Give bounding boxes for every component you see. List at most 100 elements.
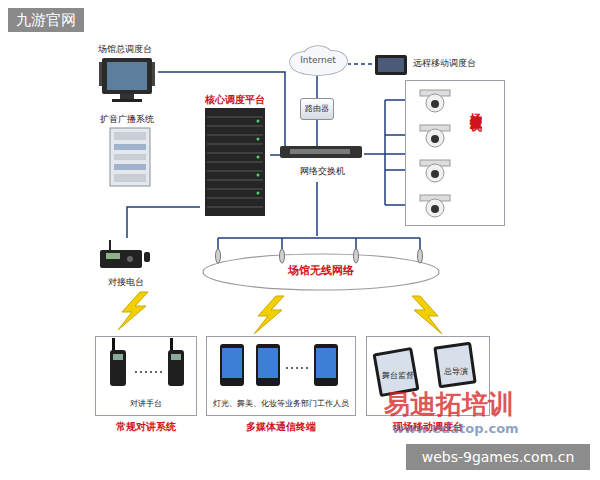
- node-label: 灯光、舞美、化妆等业务部门工作人员: [207, 399, 355, 409]
- phone-screen: [222, 348, 242, 378]
- camera-dome: [426, 129, 444, 147]
- watermark-badge: 九游官网: [8, 8, 84, 32]
- switch-ports: [290, 149, 350, 154]
- walkie-body: [168, 350, 184, 386]
- node-label: 总导演: [444, 367, 468, 377]
- camera-lens: [431, 205, 439, 213]
- network-switch: 网络交换机: [280, 146, 364, 182]
- node-label: 场馆无线网络: [200, 264, 442, 277]
- remote-tablet-icon: [375, 55, 407, 75]
- rack-body: [205, 108, 265, 216]
- router-box: 路由器: [300, 98, 334, 120]
- node-label: 舞台监督: [382, 371, 414, 381]
- walkie-antenna: [170, 338, 173, 352]
- dot: [140, 371, 142, 373]
- dot: [306, 367, 308, 369]
- phone-screen: [316, 348, 336, 378]
- server-rack-icon: [205, 108, 265, 216]
- node-label: 对讲手台: [96, 399, 196, 409]
- camera-group: 场馆监控摄像机: [405, 80, 505, 226]
- camera-feeder-wire: [385, 100, 405, 205]
- dot: [150, 371, 152, 373]
- cabinet-panel: [114, 144, 146, 150]
- connector-line: [270, 154, 280, 156]
- walkie-talkie: [110, 338, 184, 386]
- rack-led: [257, 192, 260, 195]
- internet-cloud: Internet: [288, 46, 348, 76]
- radio-mic: [144, 252, 150, 262]
- antenna: [216, 249, 221, 263]
- cabinet-panel: [114, 154, 146, 160]
- radio-icon: [100, 240, 150, 268]
- cabinet-body: [110, 128, 150, 186]
- dot: [145, 371, 147, 373]
- speaker-cabinet-icon: [110, 128, 150, 186]
- cabinet-panel: [114, 174, 146, 182]
- speaker-cabinet: 扩音广播系统: [100, 114, 162, 190]
- dot: [286, 367, 288, 369]
- dot: [296, 367, 298, 369]
- radio-knob: [127, 256, 133, 262]
- rack-led: [257, 120, 260, 123]
- radio-antenna: [109, 240, 111, 250]
- connector-line: [316, 76, 318, 98]
- ellipsis-dots: [286, 367, 308, 369]
- rack-units: [207, 117, 263, 207]
- antenna-bus: [218, 238, 420, 250]
- camera-lens: [431, 135, 439, 143]
- radio-body: [100, 250, 142, 268]
- node-label: 扩音广播系统: [100, 114, 154, 125]
- tablet-screen: [378, 58, 404, 72]
- wireless-bolt: [254, 296, 284, 334]
- monitor-screen: [107, 62, 147, 90]
- switch-body: [280, 146, 362, 158]
- tablet-body: [433, 342, 476, 389]
- radio-display: [106, 253, 120, 259]
- ellipsis-dots: [135, 371, 162, 373]
- antenna: [418, 249, 423, 263]
- antenna: [354, 249, 359, 263]
- wireless-network: 场馆无线网络: [200, 236, 442, 294]
- rack-led: [257, 156, 260, 159]
- connector-line: [316, 182, 318, 236]
- rack-led: [257, 138, 260, 141]
- node-label: 多媒体通信终端: [207, 421, 355, 433]
- monitor-stand: [120, 94, 134, 99]
- rack-led: [257, 174, 260, 177]
- tablet: [433, 342, 476, 389]
- wireless-bolt: [118, 292, 148, 330]
- dot: [301, 367, 303, 369]
- monitor-base: [112, 99, 142, 102]
- node-label: 场馆总调度台: [98, 44, 152, 55]
- dome-camera: [420, 90, 450, 217]
- walkie-body: [110, 350, 126, 386]
- server-rack: 核心调度平台: [200, 94, 270, 218]
- console-monitor: [99, 58, 155, 102]
- wireless-bolt: [412, 296, 442, 334]
- tablet-screen: [376, 350, 416, 393]
- remote-tablet: 远程移动调度台: [372, 52, 484, 76]
- camera-lens: [431, 170, 439, 178]
- camera-dome: [426, 164, 444, 182]
- tablet-screen: [437, 345, 474, 385]
- watermark-text: 易迪拓培训: [384, 389, 514, 420]
- node-label: Internet: [288, 55, 348, 66]
- radio-station: 对接电台: [98, 238, 154, 288]
- terminal-group: 灯光、舞美、化妆等业务部门工作人员多媒体通信终端: [206, 336, 356, 416]
- dot: [160, 371, 162, 373]
- node-label: 常规对讲系统: [96, 421, 196, 433]
- node-label: 网络交换机: [280, 166, 364, 177]
- monitor-frame: [102, 58, 152, 94]
- phone-body: [314, 344, 338, 386]
- node-label: 核心调度平台: [200, 94, 270, 106]
- tablet-body: [375, 55, 407, 75]
- phone-screen: [258, 348, 278, 378]
- camera-lens: [431, 100, 439, 108]
- cabinet-panel: [114, 132, 146, 140]
- cabinet-panel: [114, 164, 146, 170]
- phone-body: [220, 344, 244, 386]
- intercom-group: 对讲手台常规对讲系统: [95, 336, 197, 416]
- node-label: 对接电台: [98, 277, 154, 288]
- dot: [135, 371, 137, 373]
